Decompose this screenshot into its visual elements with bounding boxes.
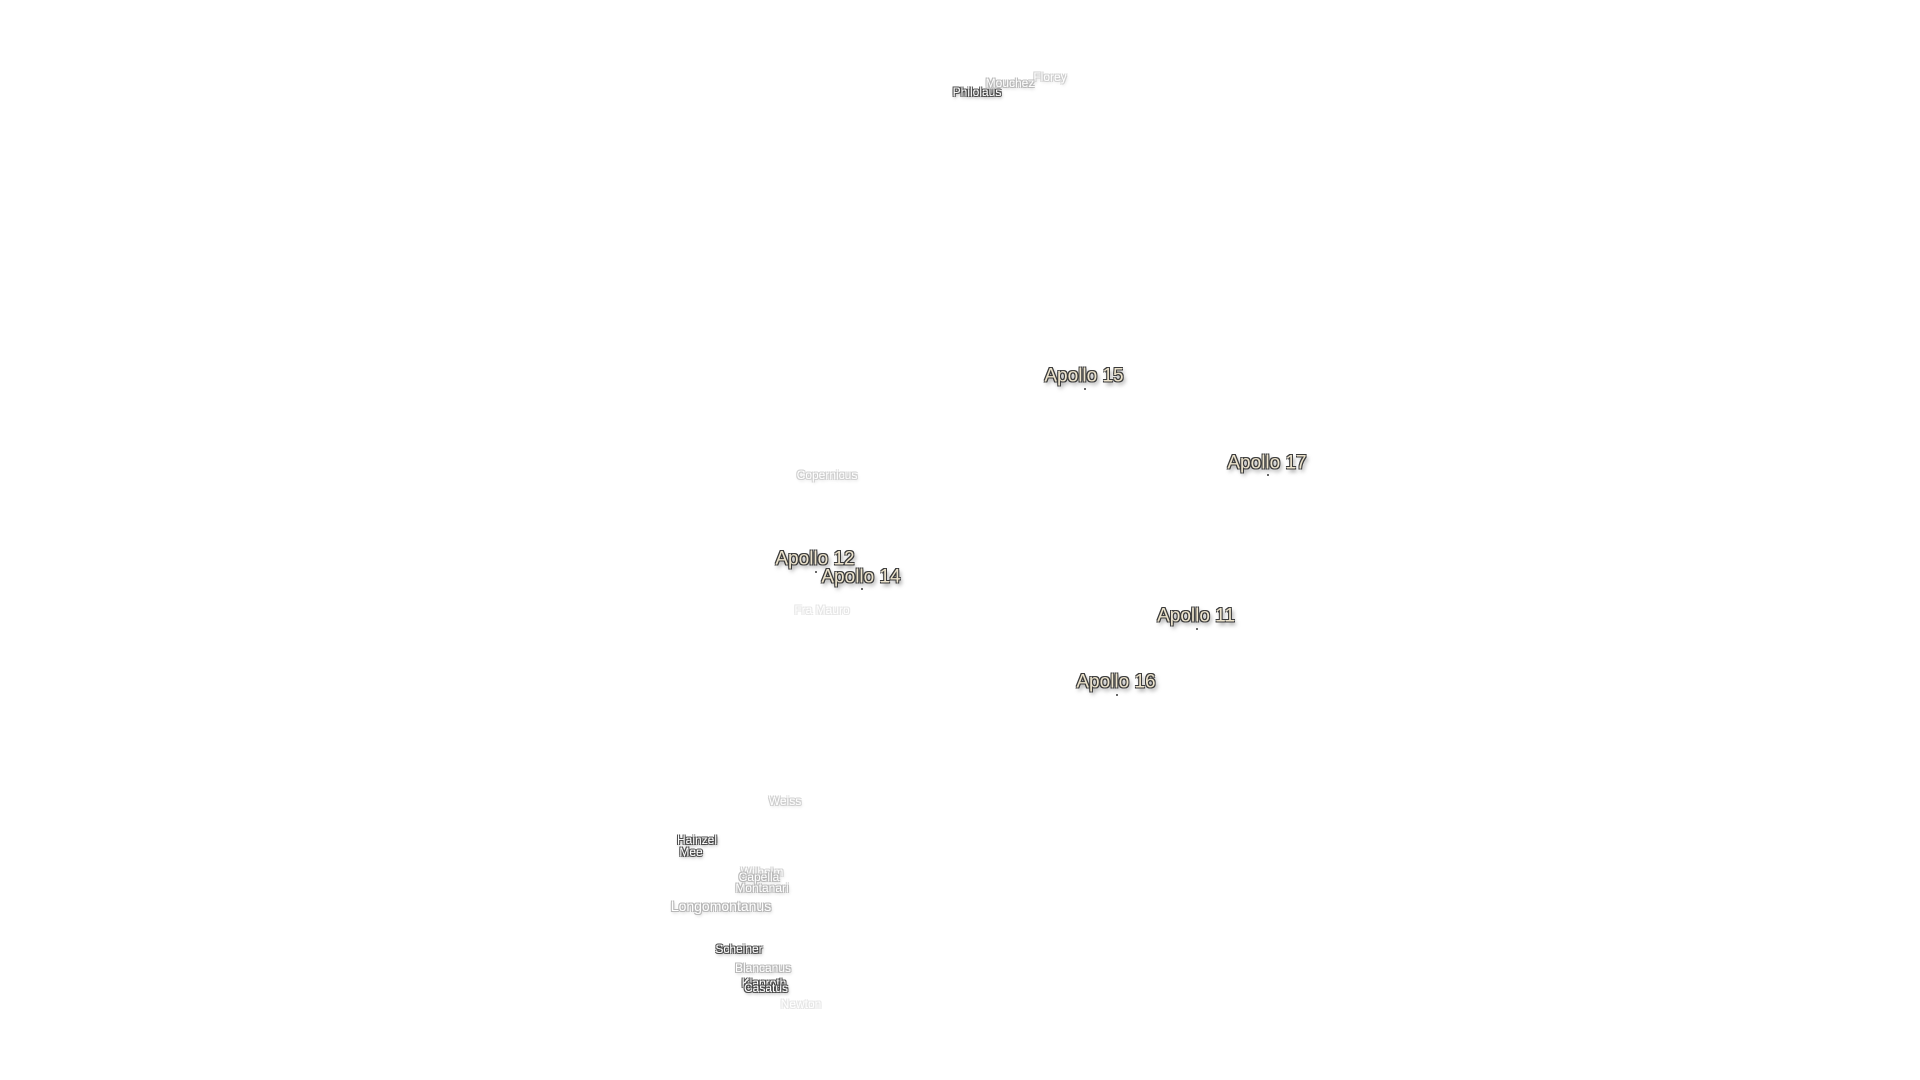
apollo-11-marker xyxy=(1196,628,1198,630)
crater-label-mee: Mee xyxy=(679,845,703,859)
crater-label-casatus: Casatus xyxy=(743,981,789,995)
crater-label-weiss: Weiss xyxy=(768,794,802,808)
crater-label-blancanus: Blancanus xyxy=(734,961,792,975)
apollo-15-label: Apollo 15 xyxy=(1044,365,1124,387)
apollo-17-label: Apollo 17 xyxy=(1227,452,1307,474)
apollo-15-marker xyxy=(1084,388,1086,390)
crater-label-hainzel: Hainzel xyxy=(676,833,718,847)
apollo-12-label: Apollo 12 xyxy=(775,548,855,570)
apollo-16-marker xyxy=(1116,694,1118,696)
crater-label-klaproth: Klaproth xyxy=(741,976,787,990)
crater-label-montanari: Montanari xyxy=(735,881,789,895)
crater-label-philolaus: Philolaus xyxy=(952,85,1002,99)
crater-label-newton: Newton xyxy=(780,997,822,1011)
crater-label-wilhelm: Wilhelm xyxy=(740,865,784,879)
apollo-17-marker xyxy=(1267,474,1269,476)
crater-label-florey: Florey xyxy=(1033,70,1067,84)
apollo-14-label: Apollo 14 xyxy=(821,566,901,588)
crater-label-copernicus: Copernicus xyxy=(796,468,858,482)
apollo-16-label: Apollo 16 xyxy=(1076,671,1156,693)
apollo-12-marker xyxy=(815,571,817,573)
crater-label-capella: Capella xyxy=(738,870,780,884)
apollo-11-label: Apollo 11 xyxy=(1157,605,1235,627)
crater-label-fra-mauro: Fra Mauro xyxy=(794,603,850,617)
crater-label-longomontanus: Longomontanus xyxy=(670,898,772,914)
crater-label-scheiner: Scheiner xyxy=(715,942,763,956)
crater-label-mouchez: Mouchez xyxy=(985,76,1035,90)
apollo-14-marker xyxy=(861,588,863,590)
